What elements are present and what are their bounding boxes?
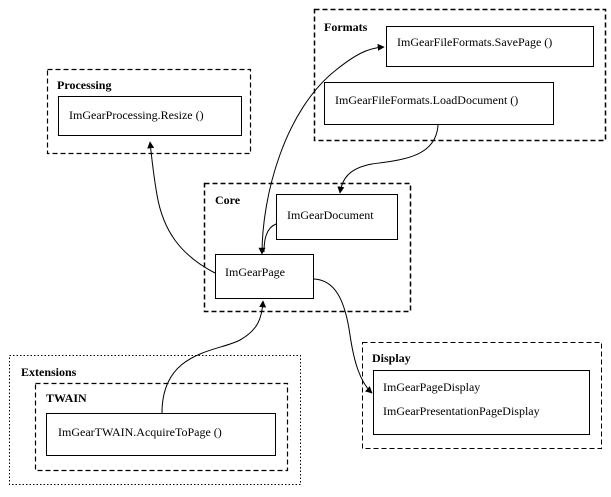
- display-node-box: [373, 370, 590, 435]
- load-document-label: ImGearFileFormats.LoadDocument (): [335, 93, 519, 107]
- acquire-to-page-arrow: [161, 300, 267, 414]
- page-node-box: [215, 254, 314, 299]
- twain-group-frame: [34, 382, 289, 472]
- display-group-frame: [362, 342, 602, 449]
- formats-group-title: Formats: [324, 20, 368, 34]
- core-group-frame: [203, 182, 412, 313]
- save-page-label: ImGearFileFormats.SavePage (): [397, 35, 553, 49]
- page-display-label: ImGearPageDisplay: [383, 380, 481, 394]
- save-page-node-box: [386, 26, 594, 67]
- document-to-page-link: [263, 223, 277, 253]
- resize-node-box: [58, 96, 242, 136]
- processing-group-frame: [46, 68, 252, 155]
- page-to-display-arrow: [313, 278, 373, 394]
- page-savepage-connector: [258, 43, 385, 255]
- resize-label: ImGearProcessing.Resize (): [69, 108, 204, 122]
- extensions-group-title: Extensions: [21, 365, 77, 379]
- core-group-title: Core: [215, 193, 241, 207]
- display-group-title: Display: [372, 351, 411, 365]
- page-label: ImGearPage: [225, 265, 285, 279]
- processing-group-title: Processing: [57, 78, 112, 92]
- document-label: ImGearDocument: [287, 208, 374, 222]
- loaddocument-to-document-arrow: [337, 124, 439, 194]
- page-to-resize-arrow: [147, 141, 216, 274]
- presentation-page-display-label: ImGearPresentationPageDisplay: [383, 404, 540, 418]
- acquire-to-page-label: ImGearTWAIN.AcquireToPage (): [58, 425, 222, 439]
- twain-group-title: TWAIN: [46, 391, 87, 405]
- acquire-node-box: [46, 413, 276, 456]
